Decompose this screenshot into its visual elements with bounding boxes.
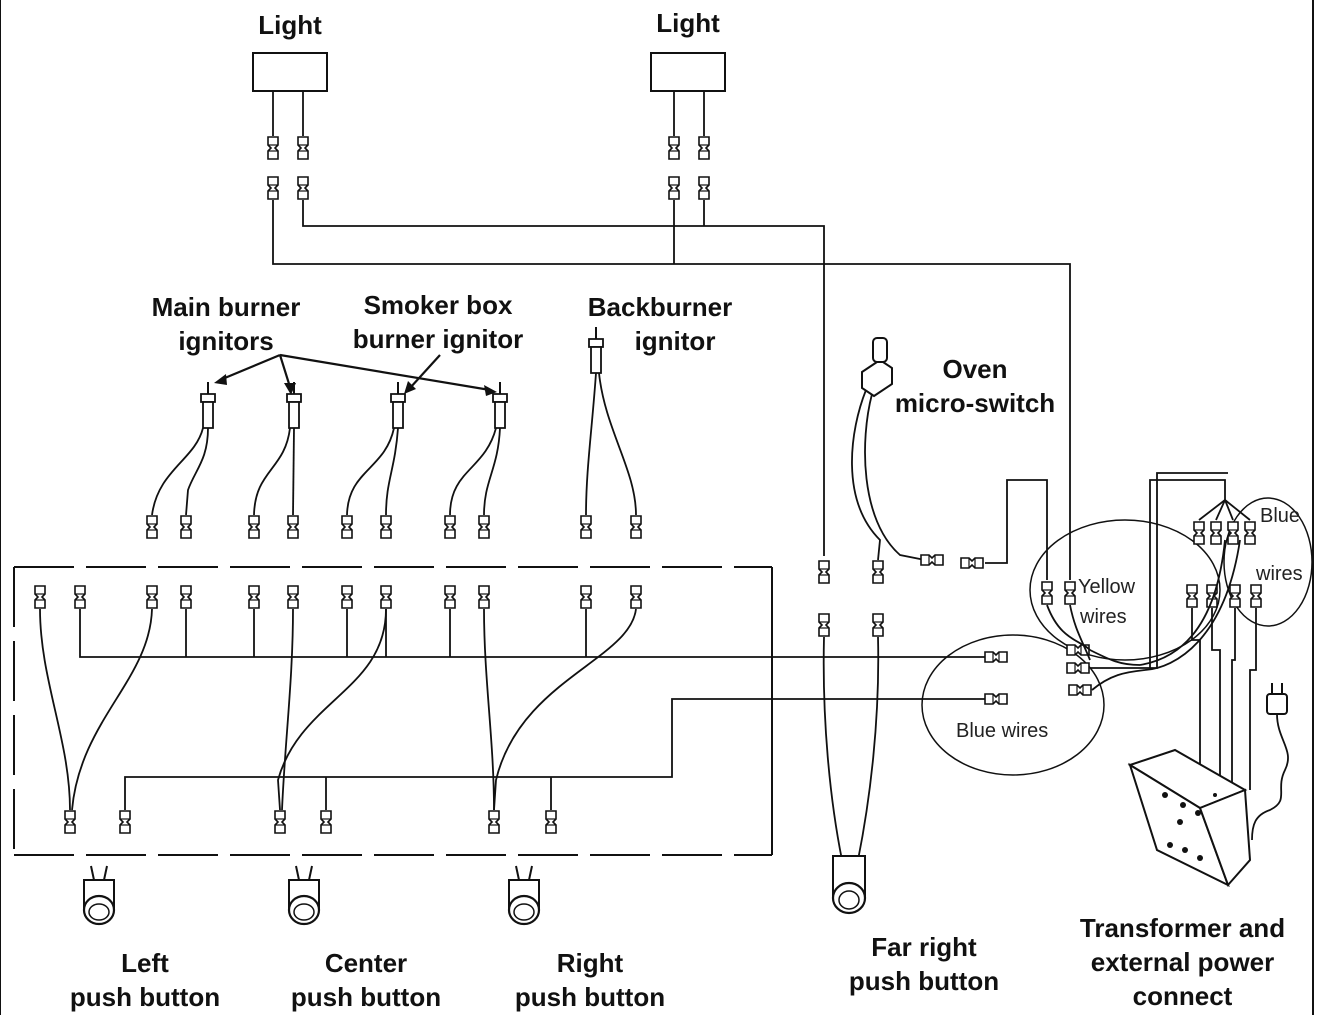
wire-harness bbox=[1047, 473, 1256, 790]
light-right-label: Light bbox=[656, 8, 720, 38]
light-left-label: Light bbox=[258, 10, 322, 40]
main-burner-ignitor-2 bbox=[254, 381, 302, 515]
blue-wires-circle bbox=[922, 635, 1104, 775]
blue-wires-middle-label: Blue wires bbox=[956, 720, 1049, 742]
oven-micro-switch bbox=[852, 338, 1047, 580]
ignitor-connectors bbox=[146, 515, 642, 539]
far-right-push-button bbox=[818, 560, 884, 913]
panel-connectors-bottom bbox=[64, 810, 557, 834]
yellow-wires-label: Yellow bbox=[1078, 576, 1136, 598]
center-push-button bbox=[287, 864, 321, 926]
label-arrows bbox=[220, 355, 490, 390]
panel-connectors-top bbox=[34, 585, 642, 609]
smoker-box-ignitor bbox=[347, 381, 406, 515]
right-push-button bbox=[507, 864, 541, 926]
yellow-wires-label-2: wires bbox=[1080, 606, 1127, 628]
light-right bbox=[651, 53, 725, 200]
control-panel-box bbox=[14, 567, 772, 855]
main-burner-ignitor-3 bbox=[450, 381, 508, 515]
blue-wires-right-circle bbox=[1186, 498, 1312, 626]
panel-wiring bbox=[40, 609, 1000, 810]
left-push-button bbox=[82, 864, 116, 926]
blue-wires-right-label: Blue bbox=[1260, 505, 1301, 527]
power-plug bbox=[1252, 683, 1288, 840]
blue-wires-right-label-2: wires bbox=[1256, 563, 1303, 585]
light-wiring bbox=[273, 200, 1070, 580]
backburner-ignitor bbox=[586, 326, 636, 515]
main-burner-ignitor-1 bbox=[152, 381, 216, 515]
light-left bbox=[253, 53, 327, 200]
yellow-wires-circle bbox=[1030, 520, 1220, 660]
transformer bbox=[1127, 748, 1252, 887]
